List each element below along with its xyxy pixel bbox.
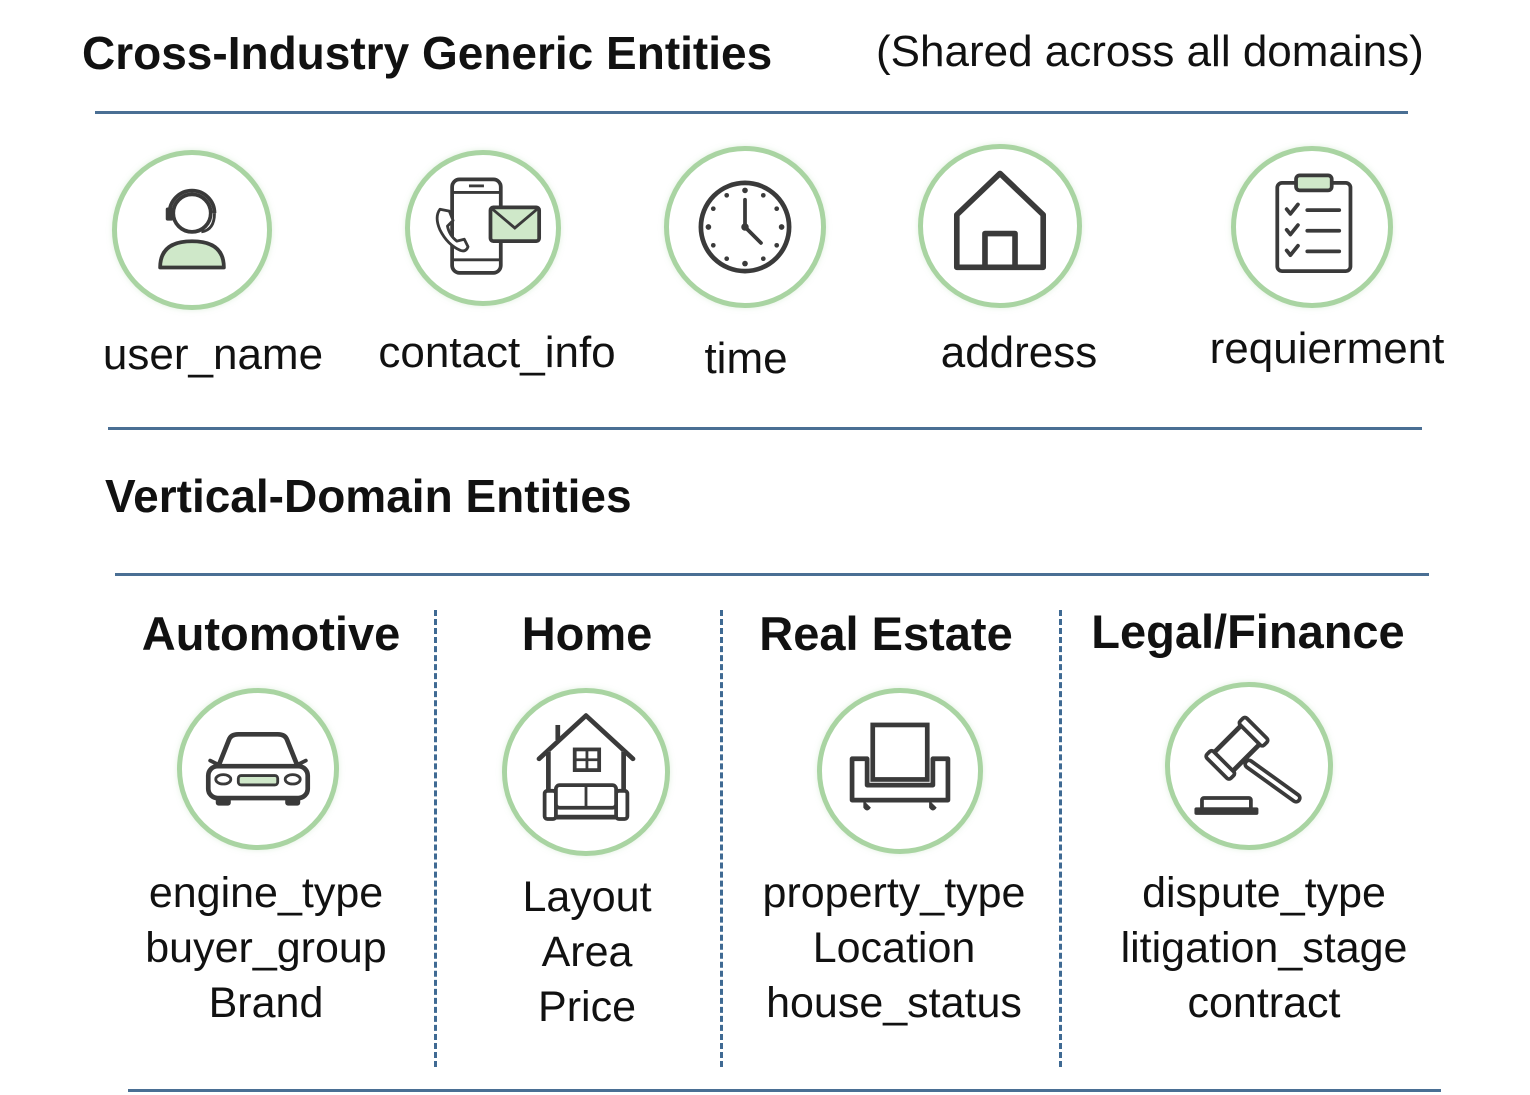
entity-item: buyer_group [145, 924, 387, 972]
generic-item-label: requierment [1209, 324, 1445, 373]
car-icon [177, 688, 339, 850]
clipboard-checklist-icon [1231, 146, 1393, 308]
phone-mail-icon [405, 150, 561, 306]
entity-item: Layout [522, 873, 652, 921]
divider-rule-top [95, 111, 1408, 114]
domain-entity-list: property_type Location house_status [734, 866, 1054, 1031]
entity-item: Price [538, 983, 636, 1031]
domain-title-home: Home [521, 607, 653, 660]
column-separator [720, 610, 723, 1067]
domain-title-legal-finance: Legal/Finance [1091, 605, 1405, 658]
column-separator [1059, 610, 1062, 1067]
user-headset-icon [112, 150, 272, 310]
generic-item-label: address [940, 328, 1098, 377]
domain-title-real-estate: Real Estate [759, 607, 1013, 660]
domain-entity-list: engine_type buyer_group Brand [116, 866, 416, 1031]
domain-entity-list: dispute_type litigation_stage contract [1094, 866, 1434, 1031]
entity-item: Brand [208, 979, 324, 1027]
divider-rule-bottom [128, 1089, 1441, 1092]
column-separator [434, 610, 437, 1067]
domain-entity-list: Layout Area Price [442, 870, 732, 1035]
generic-item-label: contact_info [378, 328, 616, 377]
entity-item: Area [541, 928, 633, 976]
home-sofa-icon [502, 688, 670, 856]
generic-item-label: time [704, 334, 788, 383]
divider-rule-middle [108, 427, 1422, 430]
entity-item: Location [812, 924, 976, 972]
gavel-icon [1165, 682, 1333, 850]
armchair-icon [817, 688, 983, 854]
entity-item: engine_type [148, 869, 384, 917]
generic-section-title: Cross-Industry Generic Entities [82, 27, 773, 79]
domain-title-automotive: Automotive [141, 607, 401, 660]
clock-icon [664, 146, 826, 308]
house-icon [918, 144, 1082, 308]
divider-rule-lower [115, 573, 1429, 576]
entity-item: house_status [766, 979, 1022, 1027]
generic-section-subtitle: (Shared across all domains) [876, 27, 1424, 76]
entity-item: litigation_stage [1120, 924, 1408, 972]
entity-item: property_type [762, 869, 1026, 917]
vertical-section-title: Vertical-Domain Entities [105, 470, 632, 522]
entity-item: dispute_type [1142, 869, 1386, 917]
entity-item: contract [1187, 979, 1341, 1027]
generic-item-label: user_name [102, 330, 324, 379]
